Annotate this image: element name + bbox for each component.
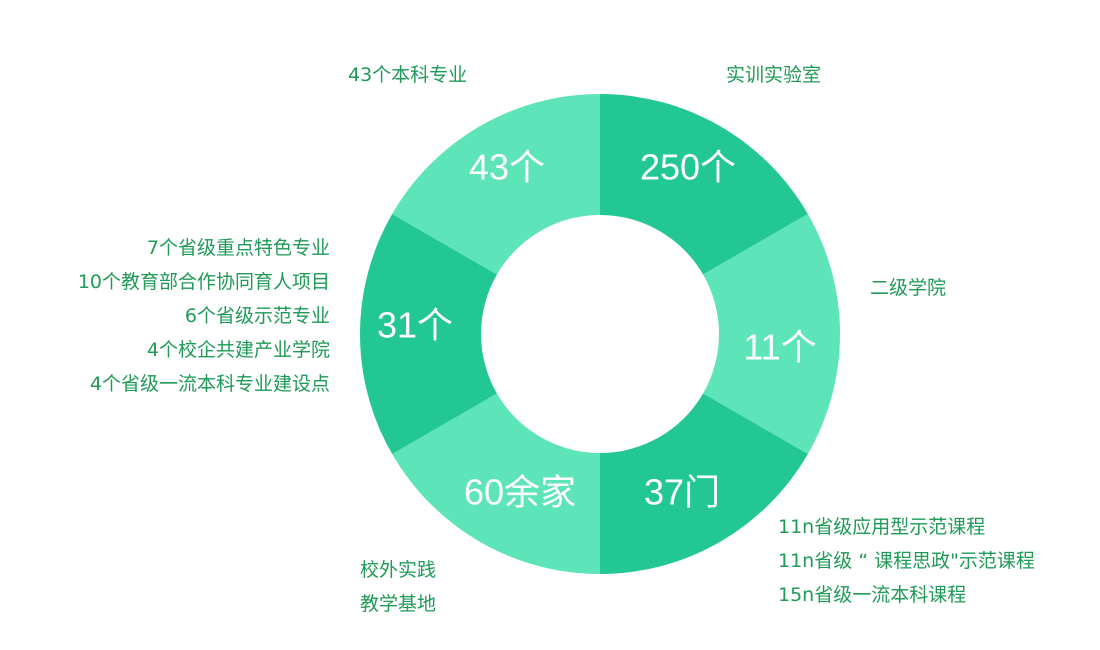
list-item: 15n省级一流本科课程 xyxy=(778,584,967,606)
list-item: 4个校企共建产业学院 xyxy=(146,339,330,361)
label-left-list: 7个省级重点特色专业 10个教育部合作协同育人项目 6个省级示范专业 4个校企共… xyxy=(78,231,330,401)
list-item: 4个省级一流本科专业建设点 xyxy=(89,373,330,395)
donut-segment xyxy=(703,214,840,454)
label-top-left: 43个本科专业 xyxy=(348,64,468,86)
list-item: 教学基地 xyxy=(360,593,437,615)
donut-segment xyxy=(600,94,808,275)
segment-value-label: 11个 xyxy=(743,327,816,368)
donut-segment xyxy=(392,393,600,574)
segment-value-label: 37门 xyxy=(644,472,720,513)
segment-value-label: 250个 xyxy=(640,147,736,188)
segment-value-label: 31个 xyxy=(377,305,453,346)
donut-segment xyxy=(600,393,808,574)
donut-segment xyxy=(360,214,497,454)
segment-value-label: 60余家 xyxy=(464,472,576,513)
list-item: 11n省级应用型示范课程 xyxy=(778,516,986,538)
label-bottom-right: 11n省级应用型示范课程 11n省级 “ 课程思政"示范课程 15n省级一流本科… xyxy=(778,510,1035,612)
label-top-right: 实训实验室 xyxy=(726,64,822,86)
list-item: 6个省级示范专业 xyxy=(184,305,330,327)
donut-segment xyxy=(392,94,600,275)
list-item: 7个省级重点特色专业 xyxy=(146,237,330,259)
segment-value-label: 43个 xyxy=(469,147,545,188)
list-item: 11n省级 “ 课程思政"示范课程 xyxy=(778,550,1035,572)
list-item: 10个教育部合作协同育人项目 xyxy=(77,271,330,293)
list-item: 校外实践 xyxy=(360,559,437,581)
label-right: 二级学院 xyxy=(870,277,947,299)
label-bottom-left: 校外实践 教学基地 xyxy=(360,553,436,621)
